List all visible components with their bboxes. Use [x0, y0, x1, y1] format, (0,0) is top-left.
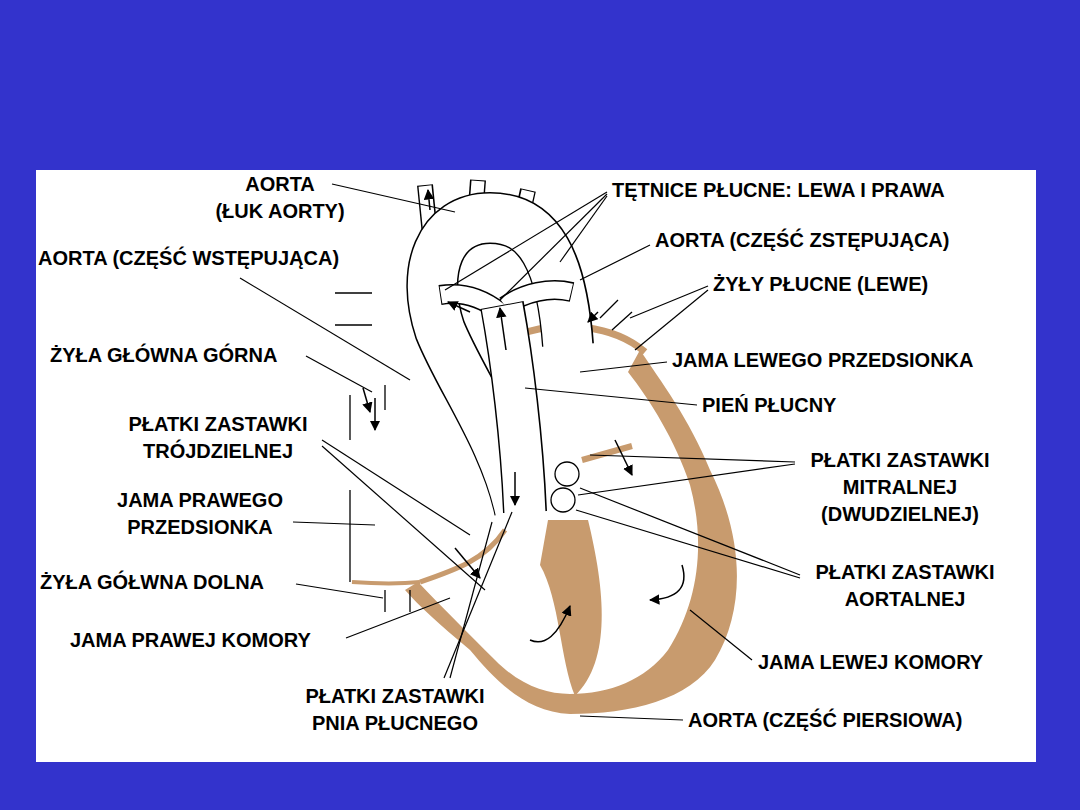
part-label: JAMA PRAWEGO PRZEDSIONKA	[112, 487, 288, 541]
label-line: JAMA LEWEJ KOMORY	[758, 649, 983, 676]
part-label: ŻYŁA GÓŁWNA DOLNA	[40, 569, 292, 596]
label-line: ŻYŁA GÓŁWNA DOLNA	[40, 569, 264, 596]
part-label: JAMA PRAWEJ KOMORY	[70, 627, 342, 654]
white-panel	[36, 170, 1036, 762]
part-label: TĘTNICE PŁUCNE: LEWA I PRAWA	[612, 177, 987, 204]
part-label: AORTA (ŁUK AORTY)	[204, 171, 356, 225]
part-label: PŁATKI ZASTAWKI AORTALNEJ	[805, 559, 1005, 613]
label-line: JAMA LEWEGO PRZEDSIONKA	[672, 347, 974, 374]
part-label: PŁATKI ZASTAWKI TRÓJDZIELNEJ	[118, 411, 318, 465]
pulmonary-trunk	[440, 290, 572, 514]
label-line: TRÓJDZIELNEJ	[143, 438, 293, 465]
aortic-valve-leaflets	[551, 462, 579, 512]
label-line: TĘTNICE PŁUCNE: LEWA I PRAWA	[612, 177, 945, 204]
label-line: JAMA PRAWEGO	[117, 487, 283, 514]
part-label: AORTA (CZĘŚĆ ZSTĘPUJĄCA)	[655, 227, 980, 254]
label-line: PŁATKI ZASTAWKI	[810, 447, 989, 474]
label-line: PIEŃ PŁUCNY	[702, 392, 836, 419]
label-line: AORTA (CZĘŚĆ WSTĘPUJĄCA)	[38, 245, 339, 272]
part-label: ŻYŁY PŁUCNE (LEWE)	[713, 271, 956, 298]
part-label: PIEŃ PŁUCNY	[702, 392, 857, 419]
part-label: AORTA (CZĘŚĆ WSTĘPUJĄCA)	[38, 245, 372, 272]
part-label: JAMA LEWEJ KOMORY	[758, 649, 1008, 676]
label-line: ŻYŁY PŁUCNE (LEWE)	[713, 271, 928, 298]
label-line: AORTALNEJ	[845, 586, 966, 613]
part-label: JAMA LEWEGO PRZEDSIONKA	[672, 347, 1007, 374]
label-line: PŁATKI ZASTAWKI	[128, 411, 307, 438]
label-line: (ŁUK AORTY)	[215, 198, 344, 225]
label-line: PNIA PŁUCNEGO	[312, 710, 478, 737]
label-line: AORTA (CZĘŚĆ PIERSIOWA)	[688, 707, 962, 734]
label-line: ŻYŁA GŁÓWNA GÓRNA	[50, 342, 277, 369]
label-line: PŁATKI ZASTAWKI	[815, 559, 994, 586]
part-label: PŁATKI ZASTAWKI PNIA PŁUCNEGO	[300, 683, 490, 737]
label-line: PRZEDSIONKA	[127, 514, 273, 541]
label-line: MITRALNEJ	[843, 474, 957, 501]
part-label: ŻYŁA GŁÓWNA GÓRNA	[50, 342, 302, 369]
flow-arrows	[363, 190, 684, 642]
label-line: AORTA (CZĘŚĆ ZSTĘPUJĄCA)	[655, 227, 949, 254]
label-line: PŁATKI ZASTAWKI	[305, 683, 484, 710]
label-line: (DWUDZIELNEJ)	[821, 501, 979, 528]
part-label: AORTA (CZĘŚĆ PIERSIOWA)	[688, 707, 998, 734]
part-label: PŁATKI ZASTAWKI MITRALNEJ (DWUDZIELNEJ)	[800, 447, 1000, 528]
label-line: JAMA PRAWEJ KOMORY	[70, 627, 311, 654]
label-line: AORTA	[245, 171, 315, 198]
